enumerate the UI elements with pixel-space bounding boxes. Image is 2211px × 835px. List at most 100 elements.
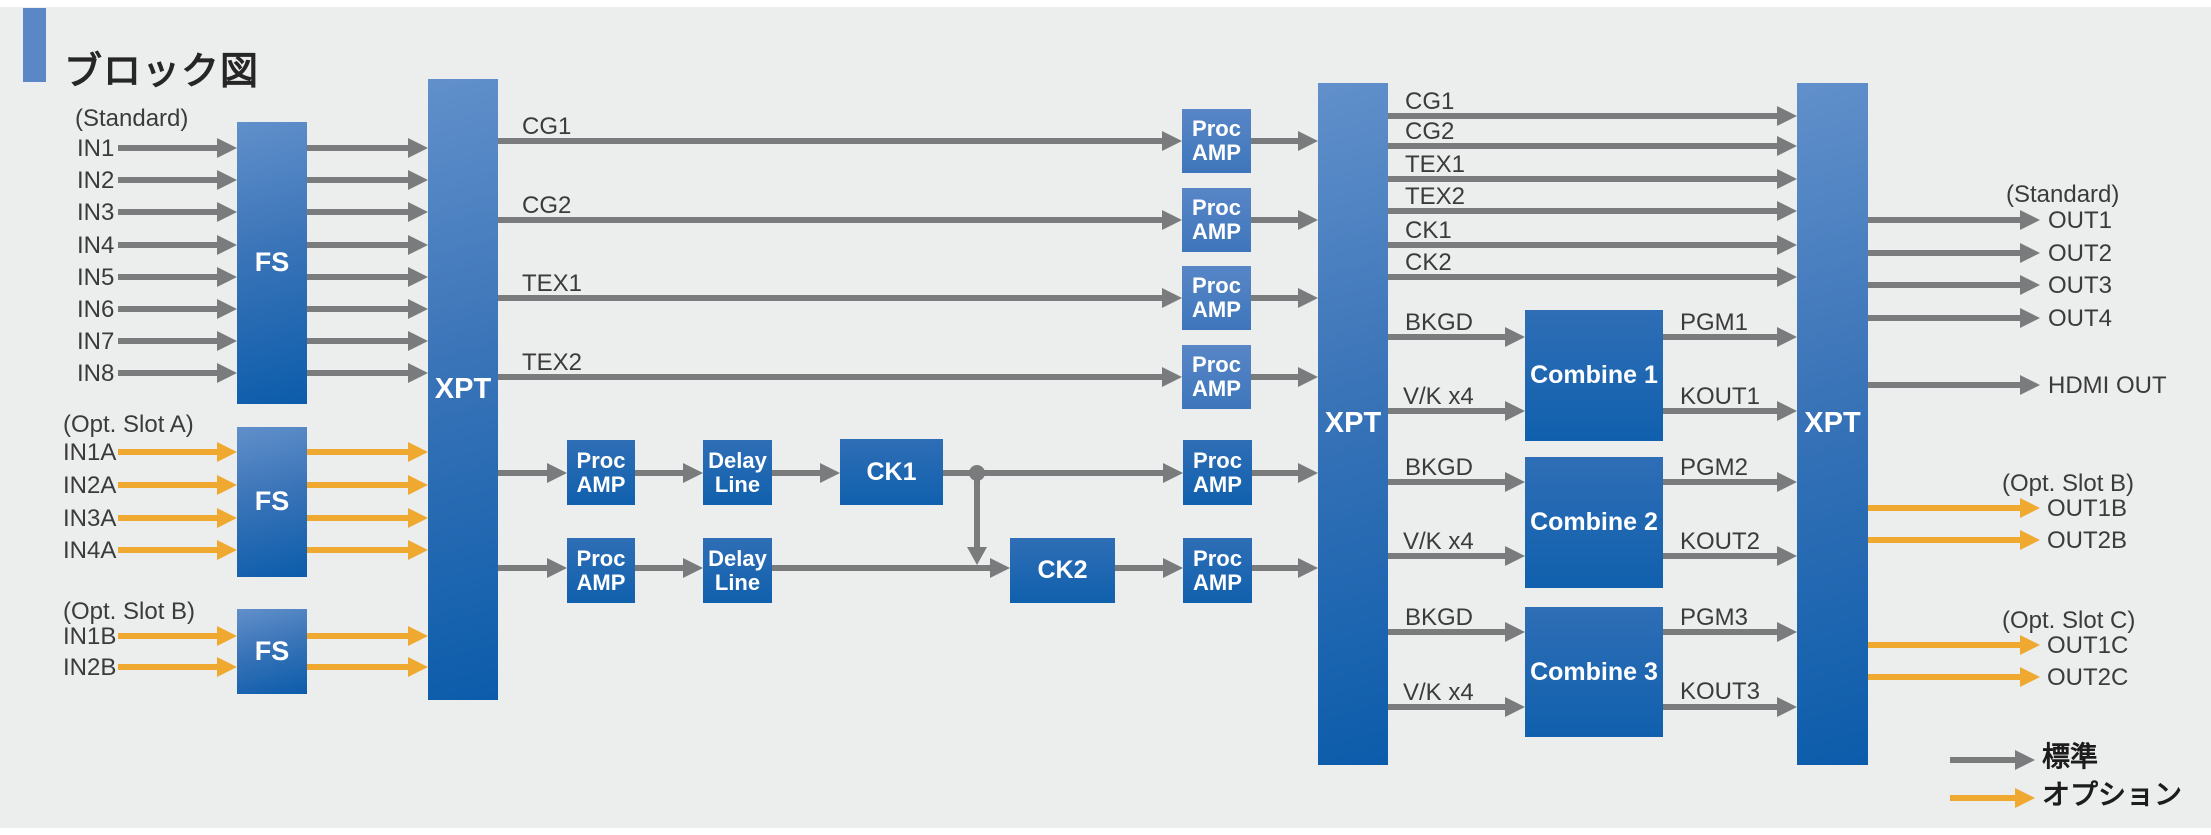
opt-slot-c-out-caption: (Opt. Slot C) xyxy=(2002,607,2136,634)
arrowhead-standard xyxy=(1162,131,1182,151)
flow-line-standard xyxy=(1115,565,1167,571)
arrowhead-standard xyxy=(1777,546,1797,566)
arrowhead-standard xyxy=(1777,201,1797,221)
procamp-ck1-in: Proc AMP xyxy=(567,440,635,505)
arrowhead-option xyxy=(2020,530,2040,550)
flow-line-standard xyxy=(1868,315,2024,321)
flow-line-option xyxy=(1868,537,2024,543)
procamp-tex1: Proc AMP xyxy=(1182,266,1251,330)
flow-line-option xyxy=(1950,795,2019,801)
flow-line-standard xyxy=(1252,470,1302,476)
arrowhead-option xyxy=(2020,667,2040,687)
flow-line-standard xyxy=(1663,553,1781,559)
in3-label: IN3 xyxy=(77,199,115,226)
flow-line-option xyxy=(118,449,221,455)
arrowhead-option xyxy=(217,508,237,528)
arrowhead-standard xyxy=(408,299,428,319)
arrowhead-standard xyxy=(1777,267,1797,287)
standard-in-caption: (Standard) xyxy=(75,105,189,132)
arrowhead-standard xyxy=(1505,401,1525,421)
flow-line-standard xyxy=(1388,408,1509,414)
bkgd-2-label: BKGD xyxy=(1405,454,1474,481)
flow-line-standard xyxy=(118,177,221,183)
flow-line-option xyxy=(1868,642,2024,648)
delay-line-2: Delay Line xyxy=(703,538,772,603)
pgm1-label: PGM1 xyxy=(1680,309,1749,336)
in1b-label: IN1B xyxy=(63,623,117,650)
arrowhead-standard xyxy=(1505,622,1525,642)
arrowhead-option xyxy=(217,626,237,646)
arrowhead-standard xyxy=(2020,275,2040,295)
arrowhead-standard xyxy=(408,138,428,158)
flow-line-standard xyxy=(1388,704,1509,710)
ck2-block: CK2 xyxy=(1010,538,1115,603)
flow-line-standard xyxy=(1950,757,2019,763)
arrowhead-standard xyxy=(547,463,567,483)
in1-label: IN1 xyxy=(77,135,115,162)
flow-line-option xyxy=(307,633,412,639)
pgm2-label: PGM2 xyxy=(1680,454,1749,481)
arrowhead-standard xyxy=(408,202,428,222)
arrowhead-standard xyxy=(2020,308,2040,328)
flow-line-standard xyxy=(1251,217,1302,223)
xpt-block-2: XPT xyxy=(1318,83,1388,765)
bkgd-1-label: BKGD xyxy=(1405,309,1474,336)
arrowhead-standard xyxy=(217,202,237,222)
procamp-ck2-out: Proc AMP xyxy=(1183,538,1252,603)
kout3-label: KOUT3 xyxy=(1680,678,1761,705)
arrowhead-option xyxy=(408,626,428,646)
flow-line-option xyxy=(307,547,412,553)
flow-line-standard xyxy=(1388,334,1509,340)
fs-block-3: FS xyxy=(237,609,307,694)
out2c-label: OUT2C xyxy=(2047,664,2129,691)
flow-line-option xyxy=(118,515,221,521)
out1c-label: OUT1C xyxy=(2047,632,2129,659)
vk-2-label: V/K x4 xyxy=(1403,528,1474,555)
flow-line-option xyxy=(118,547,221,553)
in6-label: IN6 xyxy=(77,296,115,323)
ck2-bus-right-label: CK2 xyxy=(1405,249,1452,276)
arrowhead-option xyxy=(217,442,237,462)
flow-line-standard xyxy=(118,242,221,248)
flow-line-standard xyxy=(772,565,994,571)
arrowhead-standard xyxy=(1505,697,1525,717)
arrowhead-standard xyxy=(1777,472,1797,492)
flow-line-standard xyxy=(307,338,412,344)
flow-line-standard xyxy=(1388,553,1509,559)
flow-line-standard xyxy=(1388,143,1781,149)
flow-line-standard xyxy=(635,565,687,571)
arrowhead-standard xyxy=(1777,401,1797,421)
flow-line-standard xyxy=(1663,629,1781,635)
flow-line-standard xyxy=(1663,704,1781,710)
arrowhead-standard xyxy=(1298,288,1318,308)
arrowhead-standard xyxy=(217,235,237,255)
in2b-label: IN2B xyxy=(63,654,117,681)
procamp-ck2-in: Proc AMP xyxy=(567,538,635,603)
vk-1-label: V/K x4 xyxy=(1403,383,1474,410)
flow-line-option xyxy=(307,449,412,455)
cg2-bus-right-label: CG2 xyxy=(1405,118,1455,145)
combine-2-block: Combine 2 xyxy=(1525,457,1663,588)
arrowhead-option xyxy=(2020,635,2040,655)
in4a-label: IN4A xyxy=(63,537,117,564)
flow-line-standard xyxy=(498,470,551,476)
arrowhead-standard xyxy=(1298,210,1318,230)
arrowhead-standard xyxy=(217,331,237,351)
arrowhead-standard xyxy=(408,363,428,383)
opt-slot-b-out-caption: (Opt. Slot B) xyxy=(2002,470,2135,497)
arrowhead-option xyxy=(408,442,428,462)
flow-line-option xyxy=(307,515,412,521)
pgm3-label: PGM3 xyxy=(1680,604,1749,631)
flow-line-option xyxy=(118,633,221,639)
arrowhead-standard xyxy=(1777,169,1797,189)
opt-slot-a-caption: (Opt. Slot A) xyxy=(63,411,194,438)
flow-line-standard xyxy=(307,306,412,312)
arrowhead-standard xyxy=(1777,106,1797,126)
arrowhead-standard xyxy=(1163,558,1183,578)
flow-line-standard xyxy=(1251,374,1302,380)
arrowhead-standard xyxy=(1162,210,1182,230)
flow-line-standard xyxy=(772,470,824,476)
flow-line-standard xyxy=(943,470,1167,476)
cg1-bus-left-label: CG1 xyxy=(522,113,572,140)
